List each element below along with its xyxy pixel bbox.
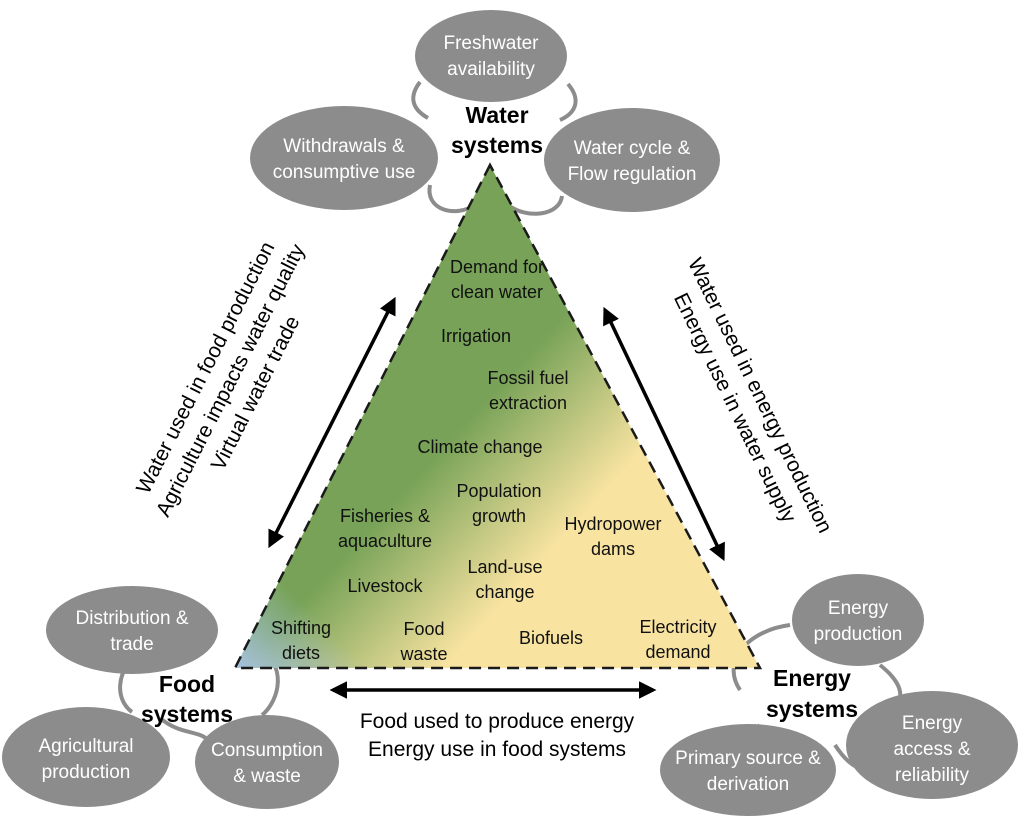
driver-text: Demand for xyxy=(450,257,544,277)
driver-population-growth: Population growth xyxy=(456,481,541,526)
energy-access-node: Energy access & reliability xyxy=(846,691,1018,799)
driver-text: aquaculture xyxy=(338,531,432,551)
driver-text: Biofuels xyxy=(519,628,583,648)
driver-text: Food xyxy=(403,619,444,639)
food-agricultural-node: Agricultural production xyxy=(2,707,170,807)
production-line-1: Energy xyxy=(828,598,889,619)
withdrawals-line-1: Withdrawals & xyxy=(283,136,405,157)
driver-text: Shifting xyxy=(271,618,331,638)
food-energy-line-2: Energy use in food systems xyxy=(368,738,626,761)
driver-shifting-diets: Shifting diets xyxy=(271,618,331,663)
driver-text: change xyxy=(475,582,534,602)
driver-text: Irrigation xyxy=(441,326,511,346)
driver-text: Land-use xyxy=(467,557,542,577)
consumption-line-2: & waste xyxy=(233,766,301,787)
energy-primary-node: Primary source & derivation xyxy=(660,724,836,816)
driver-text: growth xyxy=(472,506,526,526)
driver-text: Livestock xyxy=(347,576,423,596)
food-systems-title: Food systems xyxy=(141,671,233,727)
driver-text: diets xyxy=(282,643,320,663)
freshwater-line-2: availability xyxy=(447,59,535,80)
water-energy-arrow xyxy=(603,306,725,562)
driver-livestock: Livestock xyxy=(347,576,423,596)
access-line-2: access & xyxy=(893,739,970,760)
production-line-2: production xyxy=(814,624,903,645)
primary-line-2: derivation xyxy=(707,774,789,795)
food-consumption-node: Consumption & waste xyxy=(195,715,339,809)
agricultural-line-1: Agricultural xyxy=(38,736,133,757)
driver-text: Electricity xyxy=(639,617,716,637)
driver-demand-clean-water: Demand for clean water xyxy=(450,257,544,302)
distribution-line-1: Distribution & xyxy=(76,608,189,629)
consumption-line-1: Consumption xyxy=(211,740,323,761)
water-energy-relations: Water used in energy production Energy u… xyxy=(669,255,836,537)
driver-text: clean water xyxy=(451,282,543,302)
withdrawals-line-2: consumptive use xyxy=(273,162,416,183)
driver-irrigation: Irrigation xyxy=(441,326,511,346)
water-cluster-links xyxy=(411,80,578,216)
driver-text: Fisheries & xyxy=(340,506,430,526)
water-food-arrow xyxy=(268,296,396,549)
water-food-line-2: Agriculture impacts water quality xyxy=(152,240,310,520)
driver-land-use: Land-use change xyxy=(467,557,542,602)
driver-text: Population xyxy=(456,481,541,501)
driver-text: Hydropower xyxy=(564,514,661,534)
agricultural-line-2: production xyxy=(42,762,131,783)
driver-fossil-fuel: Fossil fuel extraction xyxy=(487,368,568,413)
food-distribution-node: Distribution & trade xyxy=(46,586,218,674)
driver-biofuels: Biofuels xyxy=(519,628,583,648)
access-line-3: reliability xyxy=(895,765,969,786)
access-line-1: Energy xyxy=(902,713,963,734)
food-energy-relations: Food used to produce energy Energy use i… xyxy=(360,710,635,761)
energy-title-line-2: systems xyxy=(766,696,858,722)
water-systems-title: Water systems xyxy=(451,102,543,158)
driver-text: extraction xyxy=(489,393,567,413)
freshwater-line-1: Freshwater xyxy=(443,33,539,54)
water-title-line-1: Water xyxy=(465,102,528,128)
cycle-line-1: Water cycle & xyxy=(574,138,691,159)
water-energy-line-1: Water used in energy production xyxy=(683,255,836,537)
cycle-line-2: Flow regulation xyxy=(568,164,697,185)
food-title-line-1: Food xyxy=(159,671,215,697)
water-withdrawals-node: Withdrawals & consumptive use xyxy=(250,106,438,210)
driver-electricity-demand: Electricity demand xyxy=(639,617,716,662)
water-cycle-node: Water cycle & Flow regulation xyxy=(544,108,720,212)
food-title-line-2: systems xyxy=(141,701,233,727)
water-food-relations: Water used in food production Agricultur… xyxy=(132,238,310,520)
driver-climate-change: Climate change xyxy=(417,437,542,457)
driver-text: Fossil fuel xyxy=(487,368,568,388)
water-title-line-2: systems xyxy=(451,132,543,158)
driver-text: waste xyxy=(399,644,447,664)
primary-line-1: Primary source & xyxy=(675,748,821,769)
driver-text: demand xyxy=(645,642,710,662)
distribution-line-2: trade xyxy=(110,634,153,655)
driver-text: Climate change xyxy=(417,437,542,457)
energy-systems-title: Energy systems xyxy=(766,665,858,722)
water-freshwater-node: Freshwater availability xyxy=(415,10,567,102)
energy-production-node: Energy production xyxy=(792,574,924,666)
driver-food-waste: Food waste xyxy=(399,619,447,664)
energy-title-line-1: Energy xyxy=(773,665,851,691)
food-energy-line-1: Food used to produce energy xyxy=(360,710,635,733)
driver-text: dams xyxy=(591,539,635,559)
